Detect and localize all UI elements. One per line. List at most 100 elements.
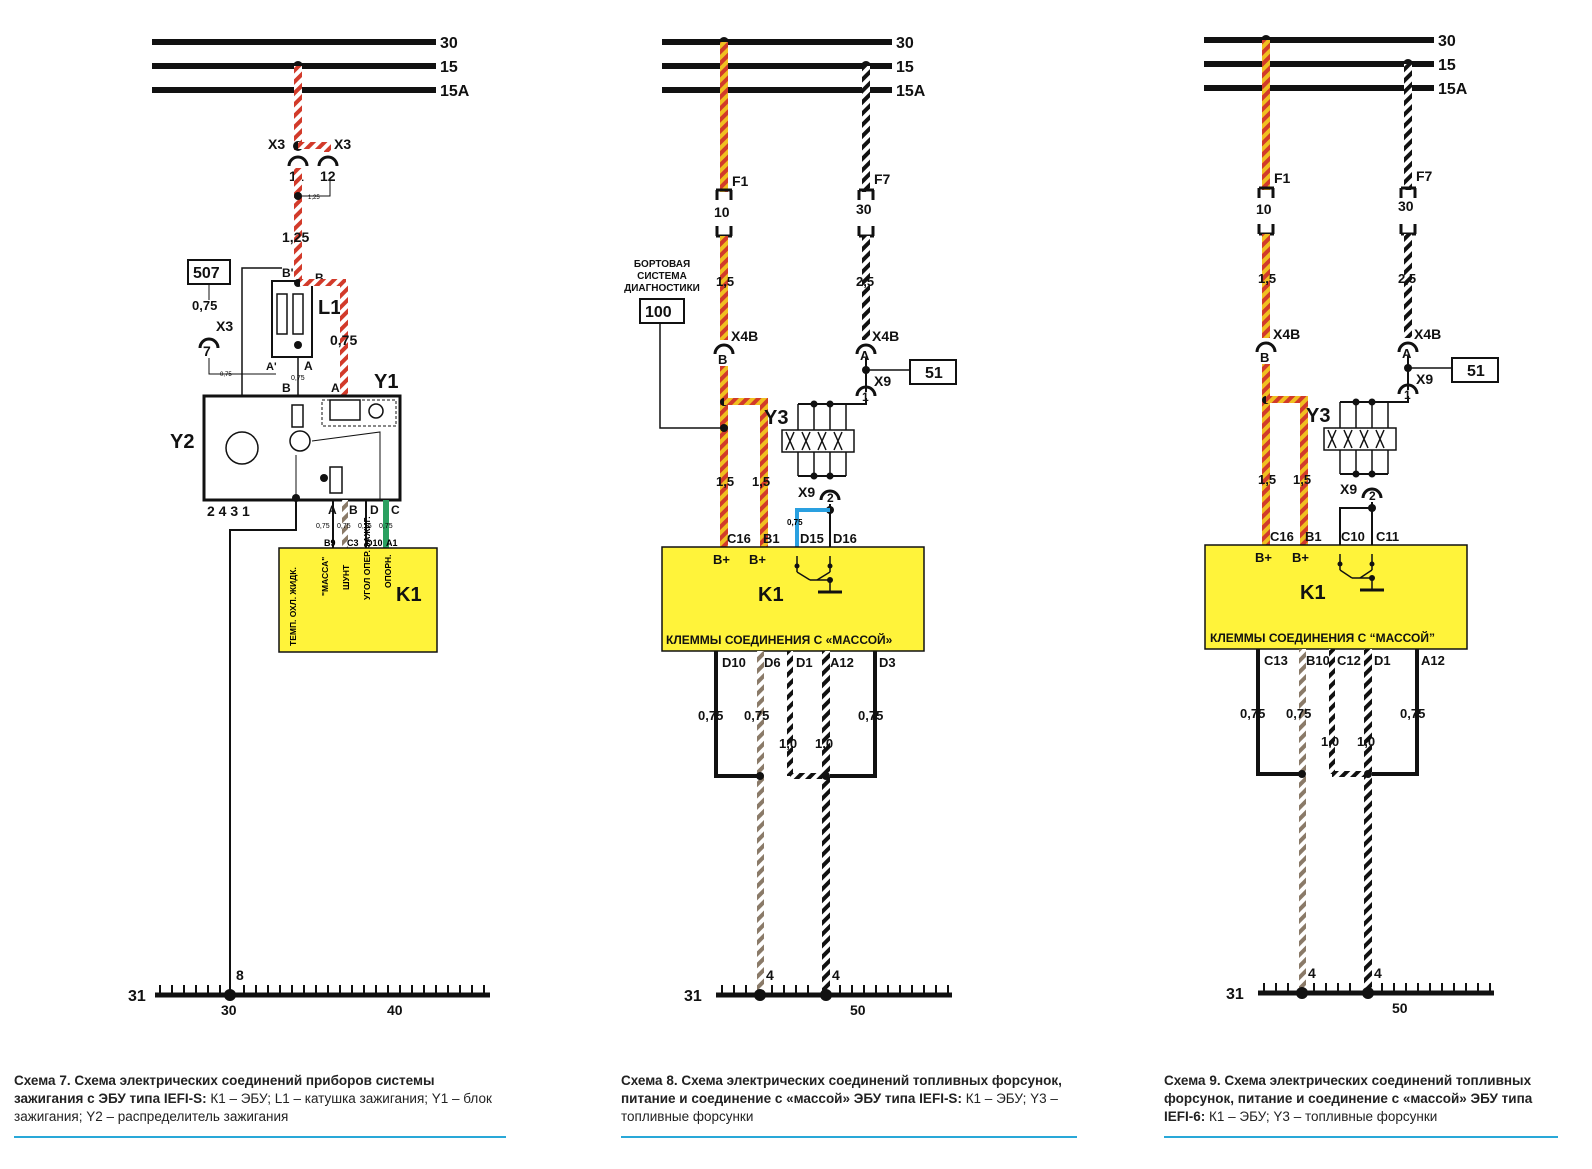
svg-text:30: 30 [856,201,872,217]
svg-text:D1: D1 [796,655,813,670]
svg-text:ОПОРН.: ОПОРН. [383,554,393,588]
svg-text:1,5: 1,5 [716,274,734,289]
svg-text:0,75: 0,75 [1286,706,1311,721]
svg-text:2,5: 2,5 [1398,271,1416,286]
svg-text:D15: D15 [800,531,824,546]
caption-rule-9 [1164,1136,1558,1138]
L1-label: L1 [318,297,341,319]
bus-15a-label: 15A [440,83,470,100]
svg-text:X3: X3 [216,318,233,334]
svg-text:D10: D10 [722,655,746,670]
svg-text:10: 10 [714,204,730,220]
distributor-Y2-icon [225,431,259,465]
svg-text:C12: C12 [1337,653,1361,668]
svg-text:B10: B10 [1306,653,1330,668]
svg-text:10: 10 [1256,201,1272,217]
svg-text:F1: F1 [1274,170,1291,186]
bus-30-label: 30 [440,35,458,52]
svg-text:1,0: 1,0 [815,736,833,751]
svg-text:8: 8 [236,967,244,983]
K1-label-7: K1 [396,584,422,606]
ecu-K1-diagram8 [661,546,925,652]
svg-text:C10: C10 [1341,529,1365,544]
svg-text:"МАССА": "МАССА" [320,557,330,596]
svg-text:C3: C3 [347,538,359,548]
svg-text:X4B: X4B [872,328,899,344]
svg-text:B1: B1 [1305,529,1322,544]
svg-text:УГОЛ ОПЕР. ЗАЖИГ.: УГОЛ ОПЕР. ЗАЖИГ. [362,516,372,600]
svg-text:A: A [860,348,870,363]
svg-text:15A: 15A [1438,81,1468,98]
svg-text:2: 2 [827,491,834,505]
svg-text:D10: D10 [366,538,383,548]
svg-text:C16: C16 [1270,529,1294,544]
svg-text:30: 30 [1398,198,1414,214]
svg-text:K1: K1 [758,584,784,606]
svg-text:1,0: 1,0 [779,736,797,751]
svg-text:X4B: X4B [731,328,758,344]
svg-text:A1: A1 [386,538,398,548]
svg-text:0,75: 0,75 [330,332,357,348]
svg-text:0,75: 0,75 [358,523,372,530]
svg-text:1,25: 1,25 [308,195,320,201]
svg-text:ШУНТ: ШУНТ [341,564,351,590]
svg-text:15: 15 [896,59,914,76]
x3-label: X3 [268,136,285,152]
svg-text:B: B [315,271,324,285]
svg-text:A: A [328,503,337,517]
svg-text:B+: B+ [1292,550,1309,565]
Y2-label: Y2 [170,431,194,453]
svg-text:2 4 3 1: 2 4 3 1 [207,503,250,519]
svg-text:ТЕМП. ОХЛ. ЖИДК.: ТЕМП. ОХЛ. ЖИДК. [288,567,298,646]
svg-text:C11: C11 [1376,529,1399,544]
svg-text:A12: A12 [830,655,854,670]
svg-text:1,0: 1,0 [1357,734,1375,749]
svg-text:Y3: Y3 [1306,405,1330,427]
svg-text:1,5: 1,5 [752,474,770,489]
svg-text:D1: D1 [1374,653,1391,668]
svg-text:0,75: 0,75 [337,523,351,530]
svg-text:40: 40 [387,1002,403,1018]
ground-terminals-title-8: КЛЕММЫ СОЕДИНЕНИЯ С «МАССОЙ» [666,632,893,647]
svg-text:100: 100 [645,304,672,321]
svg-text:50: 50 [1392,1000,1408,1016]
svg-text:X9: X9 [1340,481,1357,497]
svg-text:0,75: 0,75 [698,708,723,723]
svg-text:F1: F1 [732,173,749,189]
svg-text:0,75: 0,75 [787,518,803,527]
svg-text:B: B [1260,350,1269,365]
diagram-7: 30 15 15A X3 X3 11 12 1,25 1,25 507 0,75… [128,35,490,1018]
diagram-9: 30 15 15A F1 10 1,5 X4B B 1,5 1,5 F7 30 … [1204,33,1499,1016]
ecu-K1-diagram9 [1204,544,1468,650]
svg-text:1,5: 1,5 [1258,271,1276,286]
svg-text:2,5: 2,5 [856,274,874,289]
svg-text:B9: B9 [324,538,336,548]
box-51-diag9 [1451,357,1499,383]
pin-12: 12 [320,168,336,184]
svg-text:1: 1 [862,390,869,404]
caption-rule-8 [621,1136,1077,1138]
svg-text:0,75: 0,75 [220,372,232,378]
svg-text:31: 31 [128,988,146,1005]
svg-text:0,75: 0,75 [744,708,769,723]
svg-text:X4B: X4B [1273,326,1300,342]
svg-text:D16: D16 [833,531,857,546]
svg-text:4: 4 [832,967,840,983]
svg-text:1: 1 [1404,388,1411,402]
ground-terminals-title-9: КЛЕММЫ СОЕДИНЕНИЯ С “МАССОЙ” [1210,630,1435,645]
svg-text:0,75: 0,75 [379,523,393,530]
svg-text:D3: D3 [879,655,896,670]
svg-text:7: 7 [203,343,211,359]
caption-scheme-9: Схема 9. Схема электрических соединений … [1164,1073,1533,1124]
svg-text:1,5: 1,5 [716,474,734,489]
svg-text:A: A [1402,346,1412,361]
svg-text:2: 2 [1369,489,1376,503]
svg-text:1,5: 1,5 [1258,472,1276,487]
svg-text:30: 30 [896,35,914,52]
svg-text:A: A [304,359,313,373]
svg-text:0,75: 0,75 [192,298,217,313]
caption-scheme-7: Схема 7. Схема электрических соединений … [14,1073,492,1124]
svg-text:X4B: X4B [1414,326,1441,342]
caption-scheme-8: Схема 8. Схема электрических соединений … [621,1073,1062,1124]
svg-text:51: 51 [925,365,943,382]
